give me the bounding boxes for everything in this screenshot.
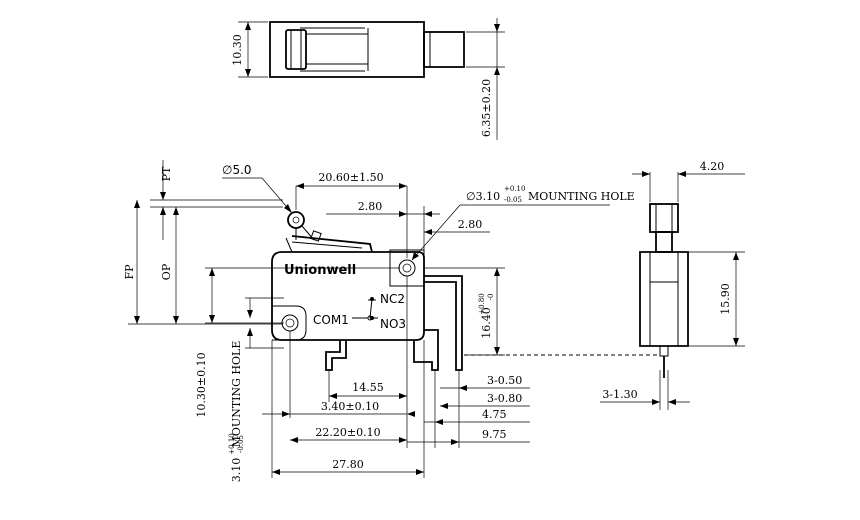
dim-lever-length: 20.60±1.50 xyxy=(318,171,383,184)
dim-3-40: 3.40±0.10 xyxy=(321,400,379,413)
contact-switch-blade xyxy=(369,298,373,319)
dim-4-75: 4.75 xyxy=(482,408,507,421)
dim-16-40-main: 16.40 xyxy=(480,307,493,339)
terminal-nc xyxy=(424,275,463,371)
dim-27-80: 27.80 xyxy=(332,458,364,471)
side-view-roller xyxy=(649,203,679,233)
roller xyxy=(287,211,305,229)
top-view-terminal-block xyxy=(423,31,465,68)
switch-body xyxy=(271,251,425,341)
terminal-no xyxy=(413,329,439,371)
dim-3-050: 3-0.50 xyxy=(487,374,522,387)
mounting-hole-top-tol-minus: -0.05 xyxy=(504,196,522,204)
terminal-label-com: COM1 xyxy=(313,313,349,327)
dim-9-75: 9.75 xyxy=(482,428,507,441)
mounting-hole-left-suffix: MOUNTING HOLE xyxy=(230,341,243,448)
mounting-hole-left-main: 3.10 xyxy=(230,458,243,483)
side-view-height-dim: 15.90 xyxy=(719,283,732,315)
mounting-hole-left-tol-minus: -0.05 xyxy=(237,435,245,453)
top-view-thickness-dim: 6.35±0.20 xyxy=(480,79,493,137)
fp-label: FP xyxy=(123,264,136,280)
mounting-hole-lower xyxy=(281,314,299,332)
op-label: OP xyxy=(160,263,173,280)
side-view: 4.20 15.90 3-1.30 xyxy=(600,160,745,410)
side-view-width-dim: 4.20 xyxy=(700,160,725,173)
mounting-hole-top-main: ∅3.10 xyxy=(466,190,500,203)
side-view-body xyxy=(639,251,689,347)
dim-hole-edge: 2.80 xyxy=(458,218,483,231)
dim-10-30: 10.30±0.10 xyxy=(195,352,208,417)
dim-3-080: 3-0.80 xyxy=(487,392,522,405)
brand-label: Unionwell xyxy=(284,263,356,278)
mounting-hole-left-tol-plus: +0.10 xyxy=(228,433,236,454)
roller-diameter-label: ∅5.0 xyxy=(222,163,252,177)
front-view: Unionwell NC2 COM1 NO3 ∅5.0 xyxy=(123,160,660,482)
side-view-pin-dim: 3-1.30 xyxy=(602,388,637,401)
dim-16-40-tol-minus: -0 xyxy=(487,294,495,301)
terminal-label-no: NO3 xyxy=(380,317,406,331)
dim-22-20: 22.20±0.10 xyxy=(315,426,380,439)
terminal-label-nc: NC2 xyxy=(380,292,405,306)
mounting-hole-top-tol-plus: +0.10 xyxy=(504,185,525,193)
mounting-hole-top-suffix: MOUNTING HOLE xyxy=(528,190,635,203)
lever-arm xyxy=(291,235,373,253)
terminal-com xyxy=(325,340,347,371)
pt-label: PT xyxy=(160,166,173,181)
lower-hole-block xyxy=(272,305,307,341)
mounting-hole-upper xyxy=(398,259,416,277)
dim-14-55: 14.55 xyxy=(352,381,384,394)
top-view: 10.30 6.35±0.20 xyxy=(231,18,505,140)
top-view-height-dim: 10.30 xyxy=(231,34,244,66)
dim-16-40-tol-plus: +0.80 xyxy=(478,293,486,314)
top-view-roller xyxy=(285,29,307,70)
dim-lever-offset: 2.80 xyxy=(358,200,383,213)
